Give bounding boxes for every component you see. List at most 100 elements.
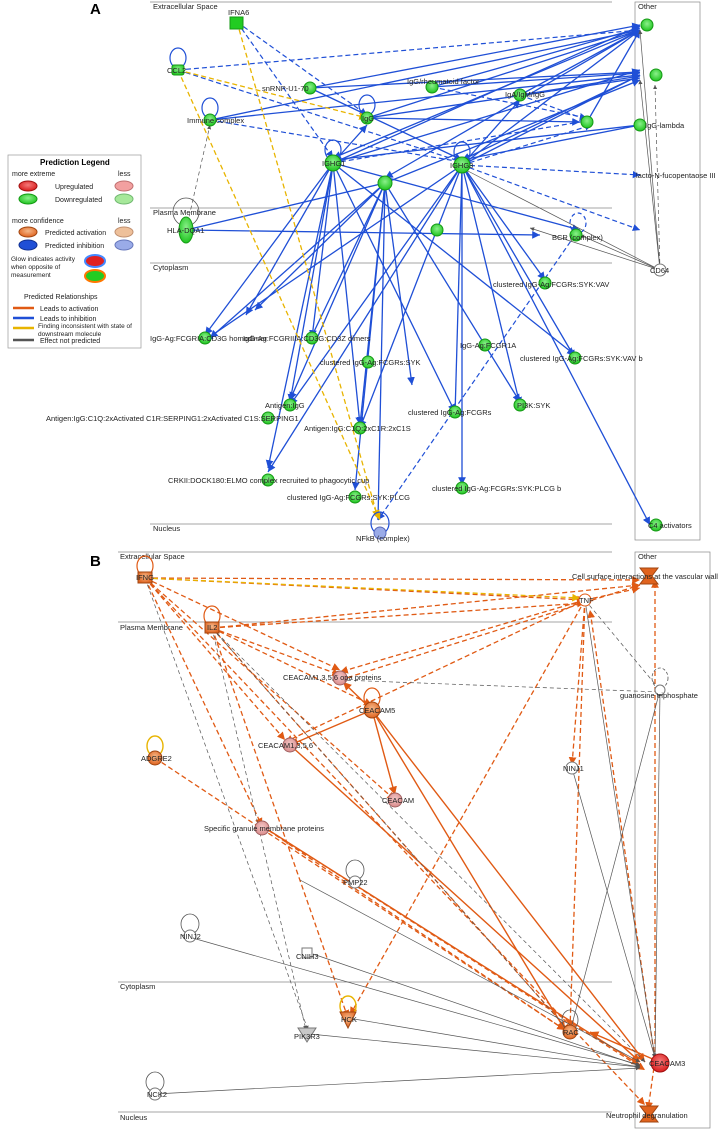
node-ccl2[interactable] [171, 64, 185, 76]
node-neutrophil[interactable] [639, 1105, 659, 1123]
node-c4[interactable] [649, 518, 663, 532]
legend-downregulated: Downregulated [55, 197, 102, 204]
legend-glow-text: Glow indicates activity when opposite of… [11, 256, 75, 279]
node-ifng[interactable] [137, 571, 153, 584]
label-nck2: NCK2 [147, 1090, 167, 1099]
node-snrnp[interactable] [303, 81, 317, 95]
label-cnih3: CNIH3 [296, 952, 319, 961]
panel-b-letter: B [90, 553, 101, 570]
region-extracellular-a: Extracellular Space [153, 2, 218, 11]
node-gtp[interactable] [654, 684, 666, 696]
node-ninj2[interactable] [183, 929, 197, 943]
node-rac[interactable] [562, 1024, 578, 1040]
node-pmp22[interactable] [348, 875, 362, 889]
label-iga: IgA/IgM/IgG [505, 90, 545, 99]
label-syk-vav-b: clustered IgG-Ag:FCGRs:SYK:VAV b [520, 354, 643, 363]
node-ifna6[interactable] [229, 16, 244, 30]
label-ninj1: NINJ1 [563, 764, 584, 773]
label-ifng: IFNG [136, 573, 154, 582]
node-syk[interactable] [361, 355, 375, 369]
legend-more-extreme: more extreme [12, 171, 55, 178]
node-clustered-fcgr[interactable] [448, 405, 462, 419]
label-c1r: Antigen:IgG:C1Q:2xActivated C1R:SERPING1… [46, 414, 299, 423]
node-sgmp[interactable] [254, 820, 270, 836]
label-gtp: guanosine triphosphate [620, 691, 698, 700]
label-tnf: TNF [579, 596, 594, 605]
node-ceacam-opa[interactable] [332, 670, 348, 686]
node-ceacam[interactable] [387, 792, 403, 808]
region-extracellular-b: Extracellular Space [120, 552, 185, 561]
node-syk-vav-b[interactable] [568, 351, 582, 365]
node-crkii[interactable] [261, 473, 275, 487]
node-hla-dqa1[interactable] [178, 216, 194, 244]
legend-down-weak [114, 193, 134, 205]
label-clustered-fcgr: clustered IgG-Ag:FCGRs [408, 408, 492, 417]
legend-upregulated: Upregulated [55, 184, 93, 191]
node-adgre2[interactable] [147, 750, 163, 766]
node-pik3r3[interactable] [297, 1027, 317, 1043]
node-antigen-igg[interactable] [283, 398, 297, 412]
node-pi3k-syk[interactable] [513, 398, 527, 412]
node-c1s[interactable] [353, 421, 367, 435]
label-hla-dqa1: HLA-DQA1 [167, 226, 205, 235]
region-membrane-b: Plasma Membrane [120, 623, 183, 632]
node-plcg[interactable] [348, 490, 362, 504]
node-cnih3[interactable] [301, 947, 313, 959]
label-ceacam: CEACAM [382, 796, 414, 805]
node-ceacam3[interactable] [650, 1053, 670, 1073]
node-igg3[interactable] [640, 18, 654, 32]
label-rac: RAC [563, 1028, 579, 1037]
node-immune-complex[interactable] [203, 113, 217, 127]
node-igg-lambda[interactable] [633, 118, 647, 132]
node-ceacam-b[interactable] [282, 737, 298, 753]
node-iggrf[interactable] [425, 80, 439, 94]
node-ninj1[interactable] [565, 761, 579, 775]
label-cd64: CD64 [650, 266, 669, 275]
node-iga[interactable] [513, 88, 527, 102]
node-ag-fcgr1a[interactable] [478, 338, 492, 352]
edges-b [136, 555, 669, 1111]
node-syk-vav[interactable] [538, 276, 552, 290]
node-igg-complex[interactable] [430, 223, 444, 237]
node-plcg-b[interactable] [455, 481, 469, 495]
legend-less2: less [118, 218, 131, 225]
panel-a-letter: A [90, 1, 101, 18]
legend-not-predicted: Effect not predicted [40, 338, 100, 345]
panel-a: A Extracellular Space Plasma Membrane Cy… [7, 1, 716, 543]
legend-down-strong [18, 193, 38, 205]
node-fcgr[interactable] [377, 175, 393, 191]
node-c1r[interactable] [261, 411, 275, 425]
node-nck2[interactable] [148, 1087, 162, 1101]
node-nfkb[interactable] [373, 526, 387, 540]
label-c1s: Antigen:IgG:C1Q:2xC1R:2xC1S [304, 424, 411, 433]
label-immune-complex: Immune complex [187, 116, 244, 125]
node-iggc[interactable] [580, 115, 594, 129]
node-fcgr1a[interactable] [198, 331, 212, 345]
label-cell-surface: Cell surface interactions at the vascula… [572, 572, 718, 581]
other-region-box [634, 1, 701, 541]
node-tnf[interactable] [578, 593, 592, 607]
node-fcgr3a[interactable] [305, 331, 319, 345]
node-il2[interactable] [204, 621, 220, 634]
nodes-a: IFNA6 CCL2 snRNP-U1-70 IgG/rheumatoid fa… [46, 8, 716, 543]
label-nfkb: NFkB (complex) [356, 534, 410, 543]
node-ighg1[interactable] [324, 154, 342, 172]
legend-relationships-title: Predicted Relationships [24, 294, 98, 301]
label-igg: IgG [362, 114, 374, 123]
node-ceacam5[interactable] [363, 701, 381, 719]
label-plcg: clustered IgG-Ag:FCGRs:SYK:PLCG [287, 493, 410, 502]
legend-leads-activation: Leads to activation [40, 306, 98, 313]
node-igg1[interactable] [649, 68, 663, 82]
node-bcr[interactable] [569, 228, 583, 242]
region-cytoplasm-b: Cytoplasm [120, 982, 155, 991]
other-region-box-b [634, 551, 711, 1129]
legend-less: less [118, 171, 131, 178]
node-hck[interactable] [339, 1011, 357, 1030]
label-ceacam-b: CEACAM1,3,5,6 [258, 741, 313, 750]
node-cell-surface[interactable] [639, 567, 659, 585]
region-cytoplasm-a: Cytoplasm [153, 263, 188, 272]
label-ighg1: IGHG1 [322, 159, 345, 168]
node-ighg3[interactable] [453, 156, 471, 174]
node-cd64[interactable] [653, 263, 667, 277]
node-igg[interactable] [360, 111, 374, 125]
